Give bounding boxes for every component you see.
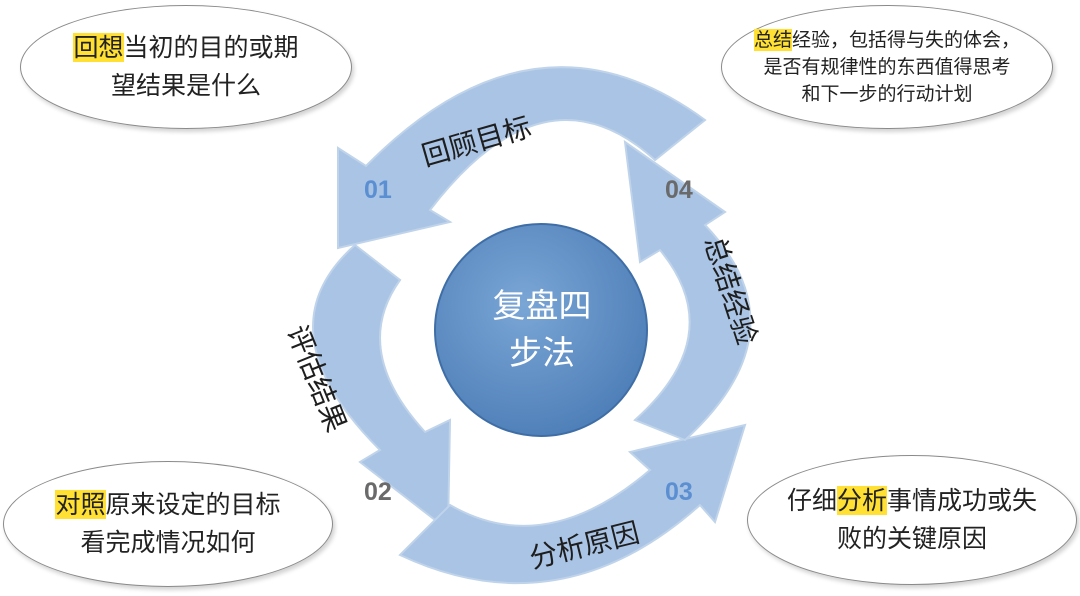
highlight-text: 分析 xyxy=(836,486,887,515)
highlight-text: 总结 xyxy=(753,28,792,51)
step-number-04: 04 xyxy=(665,176,693,204)
center-title-line2: 步法 xyxy=(509,333,575,372)
bubble-text: 事情成功或失 xyxy=(887,486,1038,515)
bubble-text: 原来设定的目标 xyxy=(105,490,281,519)
bubble-analyze-line2: 败的关键原因 xyxy=(836,524,987,553)
bubble-evaluate-line1: 对照原来设定的目标 xyxy=(55,486,281,524)
arrow-evaluate-result xyxy=(312,243,452,533)
center-title-line1: 复盘四 xyxy=(492,286,592,325)
arrow-review-goal xyxy=(337,66,707,250)
bubble-review-goal-line2: 望结果是什么 xyxy=(110,71,261,100)
bubble-summarize-line1: 总结经验，包括得与失的体会， xyxy=(753,27,1021,54)
arrow-summarize-experience xyxy=(623,139,752,442)
highlight-text: 对照 xyxy=(55,490,106,519)
center-title: 复盘四 步法 xyxy=(437,282,647,376)
bubble-review-goal-line1: 回想当初的目的或期 xyxy=(73,29,299,67)
bubble-evaluate-line2: 看完成情况如何 xyxy=(80,528,256,557)
step-number-01: 01 xyxy=(364,176,392,204)
step-number-02: 02 xyxy=(364,478,392,506)
bubble-analyze-cause: 仔细分析事情成功或失 败的关键原因 xyxy=(747,455,1077,585)
center-circle xyxy=(434,223,648,437)
bubble-analyze-line1: 仔细分析事情成功或失 xyxy=(787,482,1037,520)
bubble-review-goal: 回想当初的目的或期 望结果是什么 xyxy=(20,5,352,129)
bubble-text: 当初的目的或期 xyxy=(123,33,299,62)
arrow-analyze-cause xyxy=(398,423,747,585)
bubble-summarize-line2: 是否有规律性的东西值得思考 xyxy=(763,55,1011,78)
bubble-summarize-experience: 总结经验，包括得与失的体会， 是否有规律性的东西值得思考 和下一步的行动计划 xyxy=(721,5,1053,129)
bubble-evaluate-result: 对照原来设定的目标 看完成情况如何 xyxy=(3,461,333,587)
bubble-summarize-line3: 和下一步的行动计划 xyxy=(801,82,973,105)
bubble-text: 经验，包括得与失的体会， xyxy=(792,28,1021,51)
step-number-03: 03 xyxy=(665,478,693,506)
bubble-text-prefix: 仔细 xyxy=(786,486,837,515)
highlight-text: 回想 xyxy=(73,33,124,62)
